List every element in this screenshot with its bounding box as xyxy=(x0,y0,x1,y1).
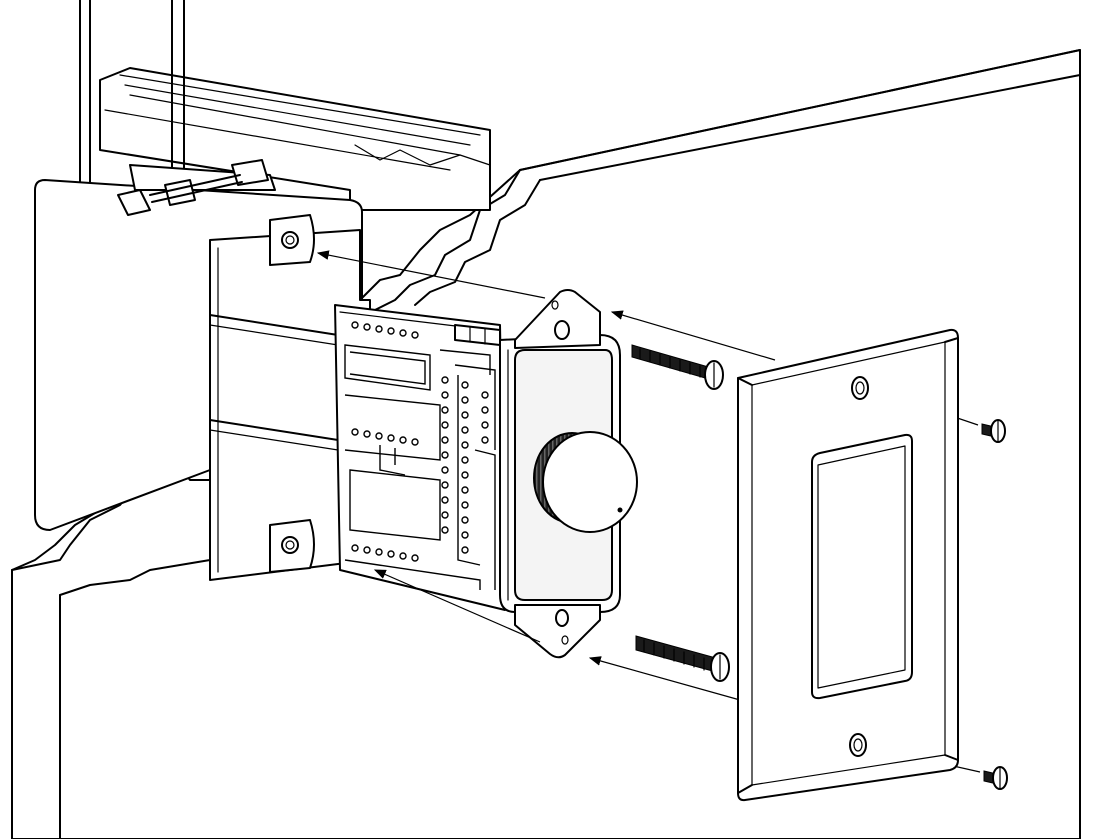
control-knob[interactable] xyxy=(533,431,638,533)
arrow-plate-to-module-lower xyxy=(588,656,741,701)
wall-plate-hole-upper xyxy=(851,376,869,400)
wall-plate xyxy=(737,328,959,802)
knob-indicator-dot xyxy=(617,507,623,513)
wall-top-edge-back xyxy=(539,74,1081,181)
wall-break-upper-inner xyxy=(414,179,541,306)
supply-wires xyxy=(79,0,185,191)
module-tab-hole-upper xyxy=(554,320,570,340)
module-tab-hole-lower xyxy=(555,609,569,627)
wall-break-upper xyxy=(374,169,521,311)
arrow-plate-to-module-upper xyxy=(610,310,776,361)
module-tab-lower xyxy=(514,604,601,659)
arrow-module-to-box-upper xyxy=(316,250,546,299)
stud xyxy=(99,67,491,211)
box-screw-hole-upper xyxy=(281,231,299,249)
pcb-traces xyxy=(344,344,496,590)
mounting-screw-lower xyxy=(635,635,730,682)
plate-screw-lower xyxy=(983,766,1008,790)
wall-top-edge xyxy=(519,49,1081,171)
mounting-screw-upper xyxy=(631,344,724,390)
knob-cap xyxy=(542,431,638,533)
wall-framing xyxy=(99,67,491,211)
box-body xyxy=(209,229,371,581)
electrical-box xyxy=(34,159,371,581)
wall-plate-hole-lower xyxy=(849,733,867,757)
box-screw-hole-lower xyxy=(281,536,299,554)
pcb-pads xyxy=(351,321,489,562)
plate-screw-upper xyxy=(981,419,1006,443)
control-module xyxy=(334,289,638,659)
arrow-module-to-box-lower xyxy=(373,569,541,643)
module-tab-upper xyxy=(514,289,601,349)
wall-plate-opening xyxy=(811,433,913,700)
